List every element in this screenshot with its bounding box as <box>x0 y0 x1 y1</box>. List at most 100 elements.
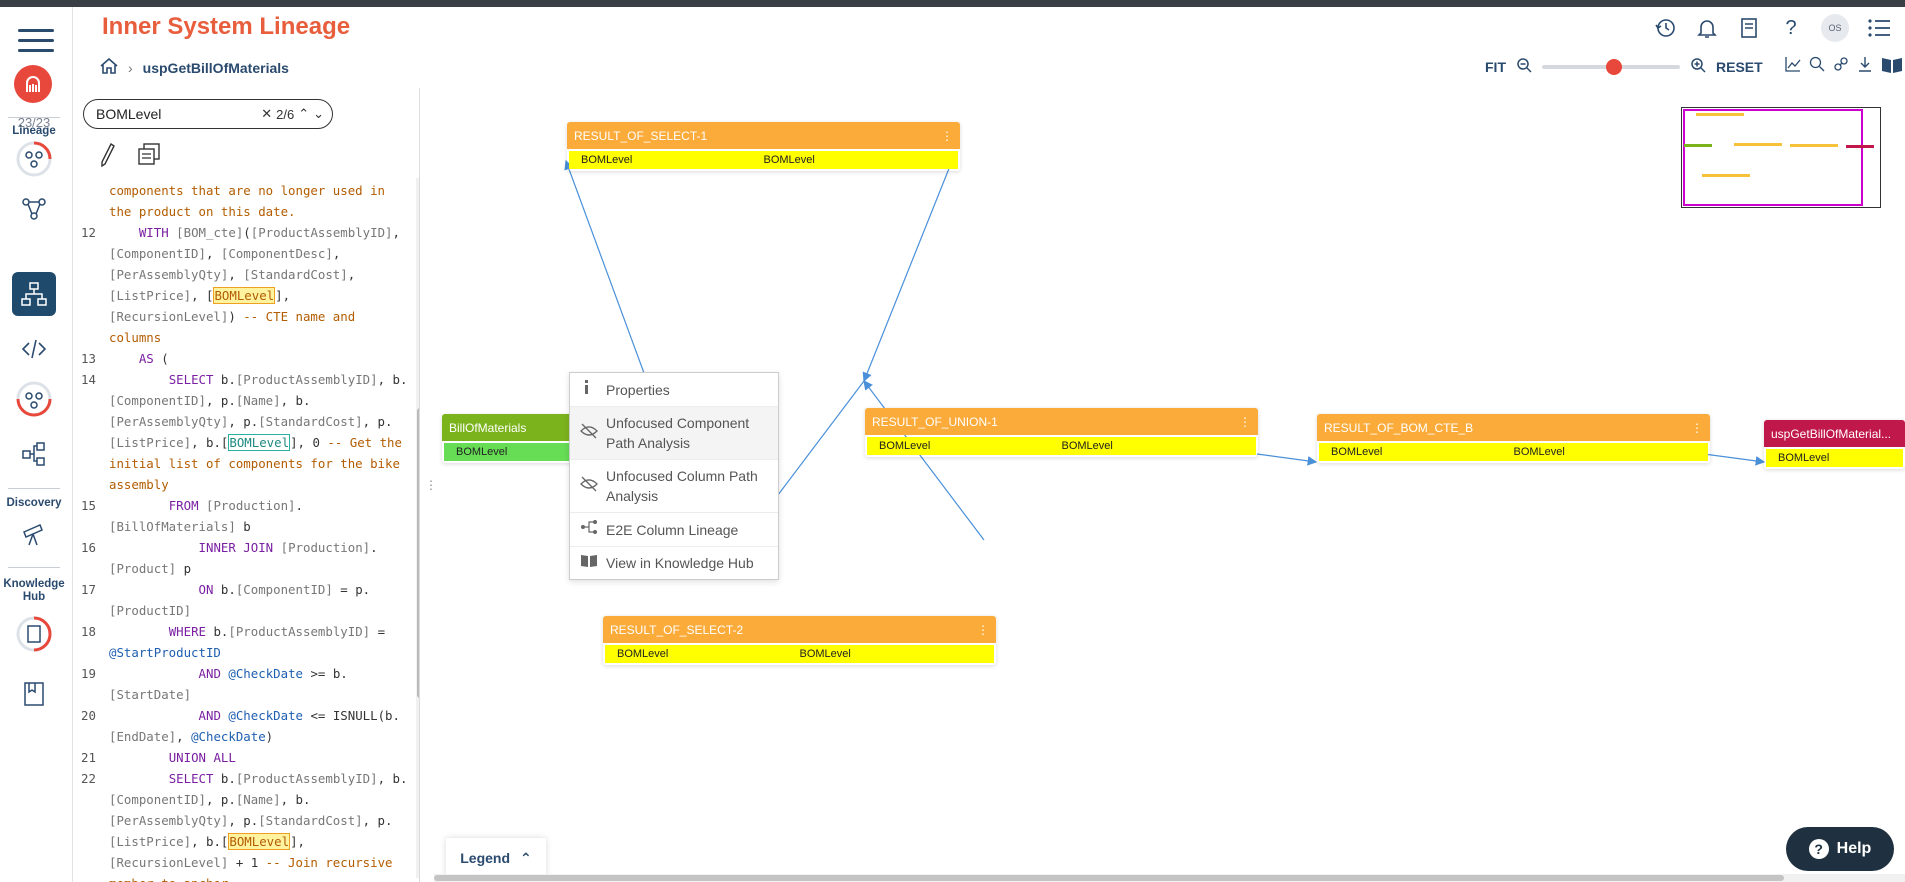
hierarchy-icon[interactable] <box>12 272 56 316</box>
help-question-icon[interactable]: ? <box>1785 16 1797 39</box>
menu-item-label: Properties <box>606 381 670 398</box>
menu-item-unfocused-component-path[interactable]: Unfocused Component Path Analysis <box>570 407 778 460</box>
code-token: -- Join recursive member to anchor <box>109 855 393 882</box>
download-icon[interactable] <box>1857 56 1873 77</box>
code-token: [ProductAssemblyID] <box>235 372 378 387</box>
zoom-slider-knob[interactable] <box>1606 58 1622 75</box>
node-usp-get-bill-of-materials[interactable]: uspGetBillOfMaterial... BOMLevel <box>1764 420 1905 469</box>
code-token: [BOM_cte] <box>176 225 244 240</box>
chart-icon[interactable] <box>1785 56 1801 77</box>
node-column-row[interactable]: BOMLevel <box>444 443 580 461</box>
minimap-node <box>1696 113 1744 116</box>
breadcrumb-current[interactable]: uspGetBillOfMaterials <box>142 59 289 76</box>
book-icon[interactable] <box>12 672 56 716</box>
code-token: [StandardCost] <box>243 267 348 282</box>
impact-analysis-icon[interactable] <box>12 377 56 421</box>
minimap[interactable] <box>1681 107 1881 208</box>
node-menu-icon[interactable]: ⋮ <box>1239 414 1251 429</box>
graph-icon[interactable] <box>12 187 56 231</box>
menu-item-view-in-knowledge-hub[interactable]: View in Knowledge Hub <box>570 547 778 579</box>
chevron-down-icon[interactable]: ⌄ <box>313 106 324 121</box>
minimap-node <box>1846 145 1874 148</box>
structure-icon[interactable] <box>12 432 56 476</box>
code-token <box>109 750 169 765</box>
bell-icon[interactable] <box>1695 16 1719 40</box>
code-token: SELECT <box>168 372 214 387</box>
reset-button[interactable]: RESET <box>1716 58 1763 75</box>
minimap-viewport[interactable] <box>1683 109 1863 206</box>
line-number: 19 <box>81 666 96 681</box>
code-token: = p. <box>332 582 371 597</box>
copy-icon[interactable] <box>137 142 161 173</box>
line-number: 21 <box>81 750 96 765</box>
eye-slash-icon <box>580 476 606 497</box>
column-name: BOMLevel <box>1331 446 1383 458</box>
code-token: [ProductAssemblyID] <box>228 624 371 639</box>
node-menu-icon[interactable]: ⋮ <box>1691 420 1703 435</box>
minimap-node <box>1702 174 1750 177</box>
sql-code-view[interactable]: components that are no longer used in th… <box>73 180 408 882</box>
code-icon[interactable] <box>12 327 56 371</box>
node-menu-icon[interactable]: ⋮ <box>941 128 953 143</box>
left-nav: 23/23 Lineage Discovery Knowledge Hub <box>0 7 73 882</box>
menu-item-properties[interactable]: Properties <box>570 373 778 407</box>
node-column-row[interactable]: BOMLevel BOMLevel <box>1319 443 1708 461</box>
search-highlight: BOMLevel <box>213 287 276 304</box>
code-panel: BOMLevel ✕ 2/6 ⌃ ⌄ components that are n… <box>73 88 420 882</box>
code-scrollbar-thumb[interactable] <box>417 408 419 698</box>
menu-item-e2e-column-lineage[interactable]: E2E Column Lineage <box>570 513 778 547</box>
list-menu-icon[interactable] <box>1867 16 1891 40</box>
history-icon[interactable] <box>1653 16 1677 40</box>
column-name: BOMLevel <box>1513 446 1565 458</box>
panel-splitter-handle[interactable]: ⋮ <box>425 478 437 492</box>
view-tools <box>1785 56 1903 77</box>
lineage-overview-icon[interactable] <box>12 137 56 181</box>
canvas-scrollbar-thumb[interactable] <box>434 875 1784 881</box>
zoom-slider[interactable] <box>1542 58 1680 75</box>
zoom-in-icon[interactable] <box>1690 57 1706 76</box>
canvas-scrollbar[interactable] <box>434 874 1905 882</box>
zoom-out-icon[interactable] <box>1516 57 1532 76</box>
node-menu-icon[interactable]: ⋮ <box>977 622 989 637</box>
node-column-row[interactable]: BOMLevel <box>1766 449 1903 467</box>
code-search-input[interactable]: BOMLevel <box>96 106 162 122</box>
fit-button[interactable]: FIT <box>1485 58 1506 75</box>
menu-item-unfocused-column-path[interactable]: Unfocused Column Path Analysis <box>570 460 778 513</box>
code-token: [ProductAssemblyID] <box>235 771 378 786</box>
user-avatar[interactable]: OS <box>1821 14 1849 42</box>
clear-icon[interactable]: ✕ <box>261 106 273 121</box>
app-logo[interactable] <box>14 65 52 103</box>
link-icon[interactable] <box>1833 56 1849 77</box>
code-token: , <box>392 225 408 240</box>
knowledge-hub-icon[interactable] <box>12 612 56 656</box>
code-token: b. <box>206 624 229 639</box>
search-highlight: BOMLevel <box>228 434 291 451</box>
column-name: BOMLevel <box>763 154 815 166</box>
legend-label: Legend <box>460 850 511 866</box>
code-token: <= ISNULL(b. <box>303 708 400 723</box>
pen-icon[interactable] <box>99 142 117 173</box>
open-book-icon[interactable] <box>1881 56 1903 77</box>
node-bill-of-materials[interactable]: BillOfMaterials BOMLevel <box>442 414 582 463</box>
telescope-icon[interactable] <box>12 512 56 556</box>
node-title: BillOfMaterials <box>449 420 527 435</box>
home-icon[interactable] <box>100 57 118 77</box>
help-button[interactable]: ? Help <box>1786 827 1894 871</box>
hamburger-menu-icon[interactable] <box>18 29 54 55</box>
notebook-icon[interactable] <box>1737 16 1761 40</box>
code-line: 14 SELECT b.[ProductAssemblyID], b.[Comp… <box>73 369 408 495</box>
chevron-up-icon[interactable]: ⌃ <box>298 106 310 121</box>
search-icon[interactable] <box>1809 56 1825 77</box>
code-text: components that are no longer used in th… <box>109 180 408 222</box>
legend-toggle[interactable]: Legend ⌃ <box>446 838 546 878</box>
code-scrollbar[interactable] <box>416 178 419 878</box>
code-search-box[interactable]: BOMLevel ✕ 2/6 ⌃ ⌄ <box>83 99 333 129</box>
